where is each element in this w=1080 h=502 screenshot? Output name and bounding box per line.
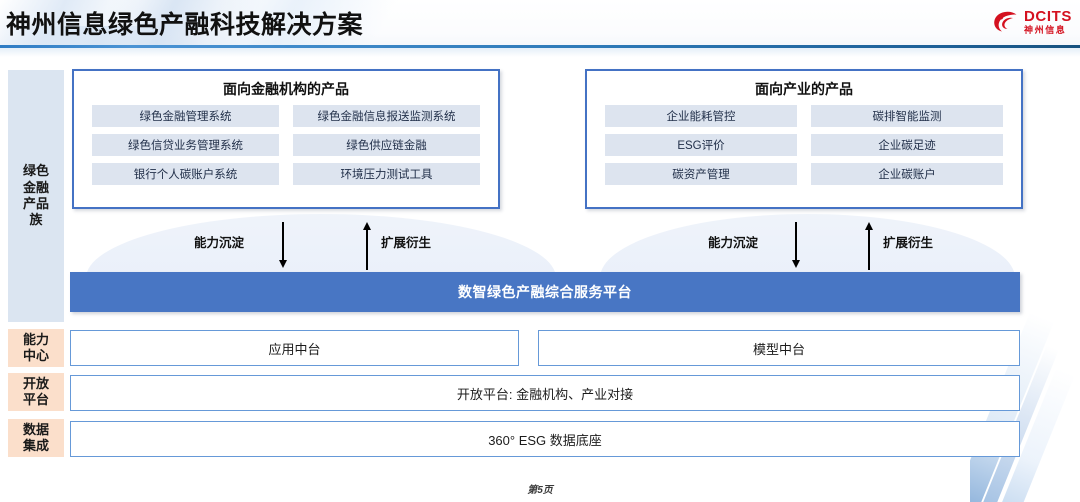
flow-label-capability-precipitation-right: 能力沉淀 [708,236,759,250]
product-chip[interactable]: 碳资产管理 [605,163,797,185]
product-chip[interactable]: 绿色信贷业务管理系统 [92,134,279,156]
rail-label-green-family: 绿色 金融 产品 族 [22,163,49,228]
panel-industry-products: 面向产业的产品 企业能耗管控 碳排智能监测 ESG评价 企业碳足迹 碳资产管理 … [585,69,1023,209]
rail-open-platform: 开放平台 [8,373,64,411]
panel-title: 面向金融机构的产品 [223,81,349,97]
flow-label-capability-precipitation-left: 能力沉淀 [194,236,245,250]
rail-green-finance-family: 绿色 金融 产品 族 [8,70,64,322]
dcits-swoosh-icon [994,11,1017,32]
box-open-platform[interactable]: 开放平台: 金融机构、产业对接 [70,375,1020,411]
arrow-up-right-icon [864,222,874,270]
rail-label-open-platform: 开放平台 [22,375,49,407]
dome-arc-right [600,214,1015,278]
rail-label-capability-center: 能力中心 [22,331,49,363]
chip-grid: 企业能耗管控 碳排智能监测 ESG评价 企业碳足迹 碳资产管理 企业碳账户 [587,99,1021,185]
dome-arc-left [86,214,556,278]
product-chip[interactable]: ESG评价 [605,134,797,156]
product-chip[interactable]: 碳排智能监测 [811,105,1003,127]
page-title: 神州信息绿色产融科技解决方案 [6,11,364,39]
arrow-up-left-icon [362,222,372,270]
product-chip[interactable]: 绿色金融信息报送监测系统 [293,105,480,127]
header-streak-decoration [0,26,330,48]
panel-financial-institution-products: 面向金融机构的产品 绿色金融管理系统 绿色金融信息报送监测系统 绿色信贷业务管理… [72,69,500,209]
platform-bar-label: 数智绿色产融综合服务平台 [458,284,632,300]
page-number-footer: 第5页 [527,485,553,496]
slide-header: 神州信息绿色产融科技解决方案 [0,0,1080,48]
chip-grid: 绿色金融管理系统 绿色金融信息报送监测系统 绿色信贷业务管理系统 绿色供应链金融… [74,99,498,185]
product-chip[interactable]: 绿色供应链金融 [293,134,480,156]
arrow-down-right-icon [791,222,801,270]
box-data-foundation[interactable]: 360° ESG 数据底座 [70,421,1020,457]
logo-text-cn: 神州信息 [1024,25,1067,35]
arrow-down-left-icon [278,222,288,270]
rail-data-integration: 数据集成 [8,419,64,457]
product-chip[interactable]: 企业碳账户 [811,163,1003,185]
product-chip[interactable]: 环境压力测试工具 [293,163,480,185]
brand-logo: DCITS 神州信息 [993,9,1072,35]
product-chip[interactable]: 企业能耗管控 [605,105,797,127]
product-chip[interactable]: 绿色金融管理系统 [92,105,279,127]
platform-bar[interactable]: 数智绿色产融综合服务平台 [70,272,1020,312]
product-chip[interactable]: 企业碳足迹 [811,134,1003,156]
box-application-middle-platform[interactable]: 应用中台 [70,330,519,366]
flow-label-expansion-derivation-left: 扩展衍生 [381,236,432,250]
logo-wordmark: DCITS 神州信息 [1024,9,1072,35]
header-divider-rule [0,45,1080,48]
header-divider-glow [0,48,1080,57]
panel-title: 面向产业的产品 [755,81,853,97]
box-model-middle-platform[interactable]: 模型中台 [538,330,1020,366]
logo-text-en: DCITS [1024,8,1072,25]
product-chip[interactable]: 银行个人碳账户系统 [92,163,279,185]
flow-label-expansion-derivation-right: 扩展衍生 [883,236,934,250]
rail-label-data-integration: 数据集成 [22,421,49,453]
rail-capability-center: 能力中心 [8,329,64,367]
